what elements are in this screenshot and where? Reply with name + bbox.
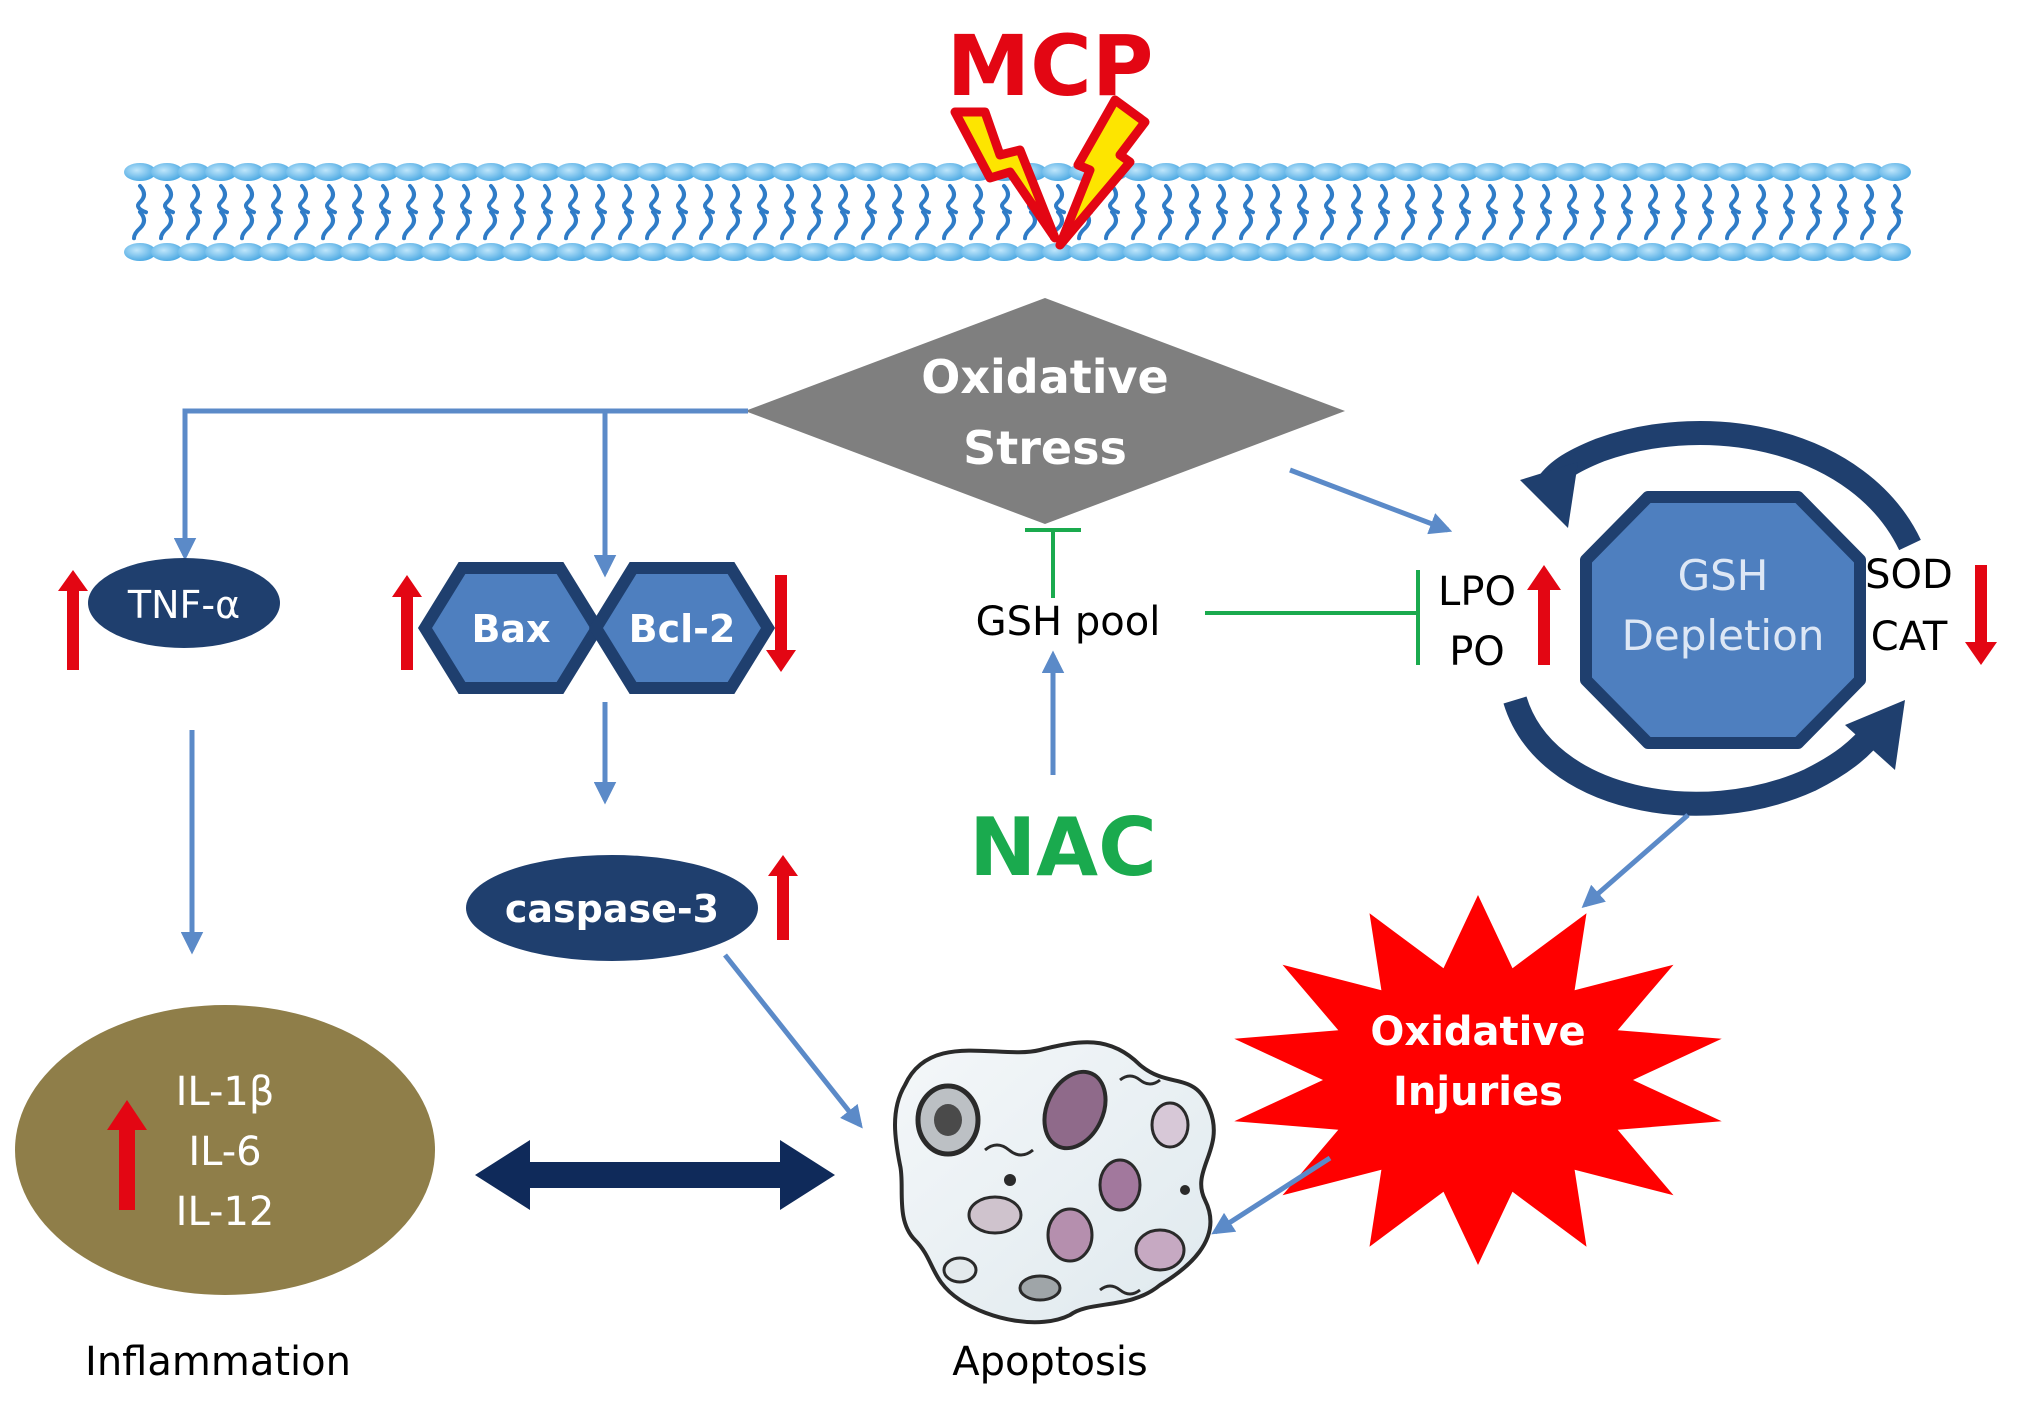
lpo-label: LPO: [1438, 569, 1516, 615]
inflammation-label: Inflammation: [85, 1339, 351, 1385]
gsh-pool-inhibits-stress: [1025, 528, 1081, 598]
gsh-pool-inhibits-lpo: [1205, 570, 1420, 665]
up-arrow-icon: [107, 1100, 147, 1210]
down-arrow-icon: [1965, 565, 1997, 665]
il-1b-label: IL-1β: [176, 1069, 275, 1115]
redox-cycle-arrows: [1503, 421, 1921, 816]
bax-node: [417, 562, 605, 694]
up-arrow-icon: [768, 855, 798, 940]
oxidative-stress-label-line1: Oxidative: [921, 350, 1168, 404]
il-6-label: IL-6: [188, 1129, 261, 1175]
apoptotic-cell-icon: [893, 1040, 1216, 1325]
stress-branch-arrows: [173, 408, 1453, 578]
up-arrow-icon: [392, 575, 422, 670]
apoptosis-label: Apoptosis: [952, 1339, 1148, 1385]
down-arrow-icon: [766, 575, 796, 672]
up-arrow-icon: [1527, 565, 1561, 665]
il-12-label: IL-12: [176, 1189, 275, 1235]
oxidative-injuries-starburst: [1234, 895, 1722, 1265]
cycle-to-injuries-arrow: [1581, 813, 1690, 908]
sod-label: SOD: [1865, 552, 1953, 598]
tnf-alpha-label: TNF-α: [127, 583, 240, 627]
cell-membrane: [124, 163, 1911, 261]
oxidative-stress-label-line2: Stress: [963, 421, 1127, 475]
gsh-depletion-node: [1580, 491, 1866, 749]
bcl2-node: [588, 562, 776, 694]
gsh-depletion-label-line2: Depletion: [1622, 611, 1825, 660]
bidirectional-arrow: [475, 1140, 835, 1210]
lightning-icon: [950, 95, 1150, 250]
caspase-to-apoptosis-arrow: [723, 953, 863, 1129]
bax-label: Bax: [471, 607, 550, 651]
caspase-3-label: caspase-3: [505, 887, 719, 931]
injuries-to-apoptosis-arrow: [1211, 1155, 1332, 1235]
oxidative-injuries-label-line1: Oxidative: [1370, 1009, 1585, 1055]
caspase-3-node: [466, 855, 758, 961]
up-arrow-icon: [58, 570, 88, 670]
bcl2-label: Bcl-2: [629, 607, 736, 651]
gsh-depletion-label-line1: GSH: [1678, 551, 1769, 600]
cat-label: CAT: [1871, 614, 1948, 660]
oxidative-stress-diamond: [745, 298, 1345, 524]
mcp-label: MCP: [947, 17, 1154, 115]
nac-label: NAC: [969, 801, 1157, 894]
tnf-alpha-node: [88, 558, 280, 648]
interleukins-node: [15, 1005, 435, 1295]
gsh-pool-label: GSH pool: [976, 599, 1161, 645]
po-label: PO: [1449, 629, 1505, 675]
oxidative-injuries-label-line2: Injuries: [1393, 1069, 1563, 1115]
